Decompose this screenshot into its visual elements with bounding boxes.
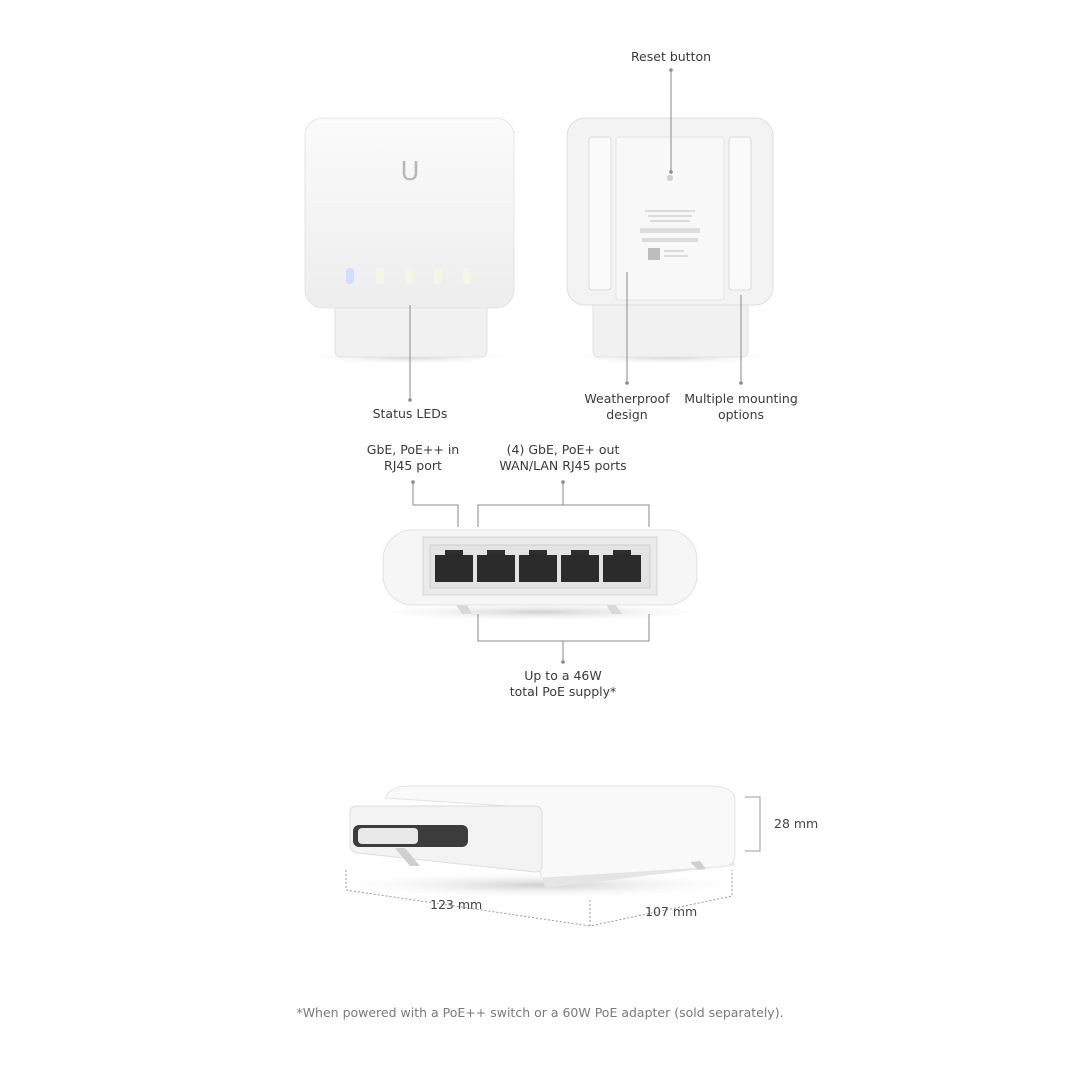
poe-in-label: GbE, PoE++ in RJ45 port bbox=[367, 442, 459, 474]
back-view-device bbox=[560, 117, 780, 365]
rj45-port bbox=[561, 550, 599, 582]
rj45-port bbox=[477, 550, 515, 582]
mounting-line-2: options bbox=[717, 407, 765, 422]
rj45-port bbox=[603, 550, 641, 582]
weatherproof-line-1: Weatherproof bbox=[584, 391, 670, 406]
footnote: *When powered with a PoE++ switch or a 6… bbox=[296, 1005, 784, 1020]
status-leds-label: Status LEDs bbox=[372, 406, 448, 421]
poe-in-line-1: GbE, PoE++ in bbox=[366, 442, 460, 457]
ubiquiti-logo-icon: U bbox=[400, 157, 419, 187]
mounting-label: Multiple mounting options bbox=[684, 391, 798, 423]
port-view-device bbox=[350, 529, 730, 622]
height-dimension: 28 mm bbox=[774, 816, 819, 831]
regulatory-label bbox=[640, 210, 700, 260]
mounting-line-1: Multiple mounting bbox=[684, 391, 798, 406]
width-dimension: 123 mm bbox=[430, 897, 483, 912]
front-view-device: U bbox=[300, 117, 520, 365]
poe-out-label: (4) GbE, PoE+ out WAN/LAN RJ45 ports bbox=[499, 442, 626, 474]
poe-out-line-1: (4) GbE, PoE+ out bbox=[506, 442, 620, 457]
poe-supply-label: Up to a 46W total PoE supply* bbox=[510, 668, 617, 700]
status-led bbox=[376, 268, 384, 284]
weatherproof-line-2: design bbox=[606, 407, 648, 422]
side-view-device bbox=[320, 785, 760, 899]
rj45-port bbox=[435, 550, 473, 582]
reset-button-label: Reset button bbox=[630, 49, 712, 64]
callout-lines bbox=[409, 70, 742, 662]
depth-dimension: 107 mm bbox=[645, 904, 698, 919]
poe-supply-line-2: total PoE supply* bbox=[509, 684, 617, 699]
dimension-lines bbox=[345, 796, 761, 927]
status-led bbox=[346, 268, 354, 284]
status-led bbox=[405, 268, 413, 284]
status-led bbox=[463, 268, 471, 284]
poe-supply-line-1: Up to a 46W bbox=[524, 668, 602, 683]
weatherproof-label: Weatherproof design bbox=[584, 391, 669, 423]
status-leds bbox=[346, 268, 471, 284]
status-led bbox=[434, 268, 442, 284]
rj45-port bbox=[519, 550, 557, 582]
poe-in-line-2: RJ45 port bbox=[384, 458, 442, 473]
callout-dots bbox=[408, 68, 743, 664]
poe-out-line-2: WAN/LAN RJ45 ports bbox=[499, 458, 627, 473]
rj45-ports bbox=[435, 550, 641, 582]
